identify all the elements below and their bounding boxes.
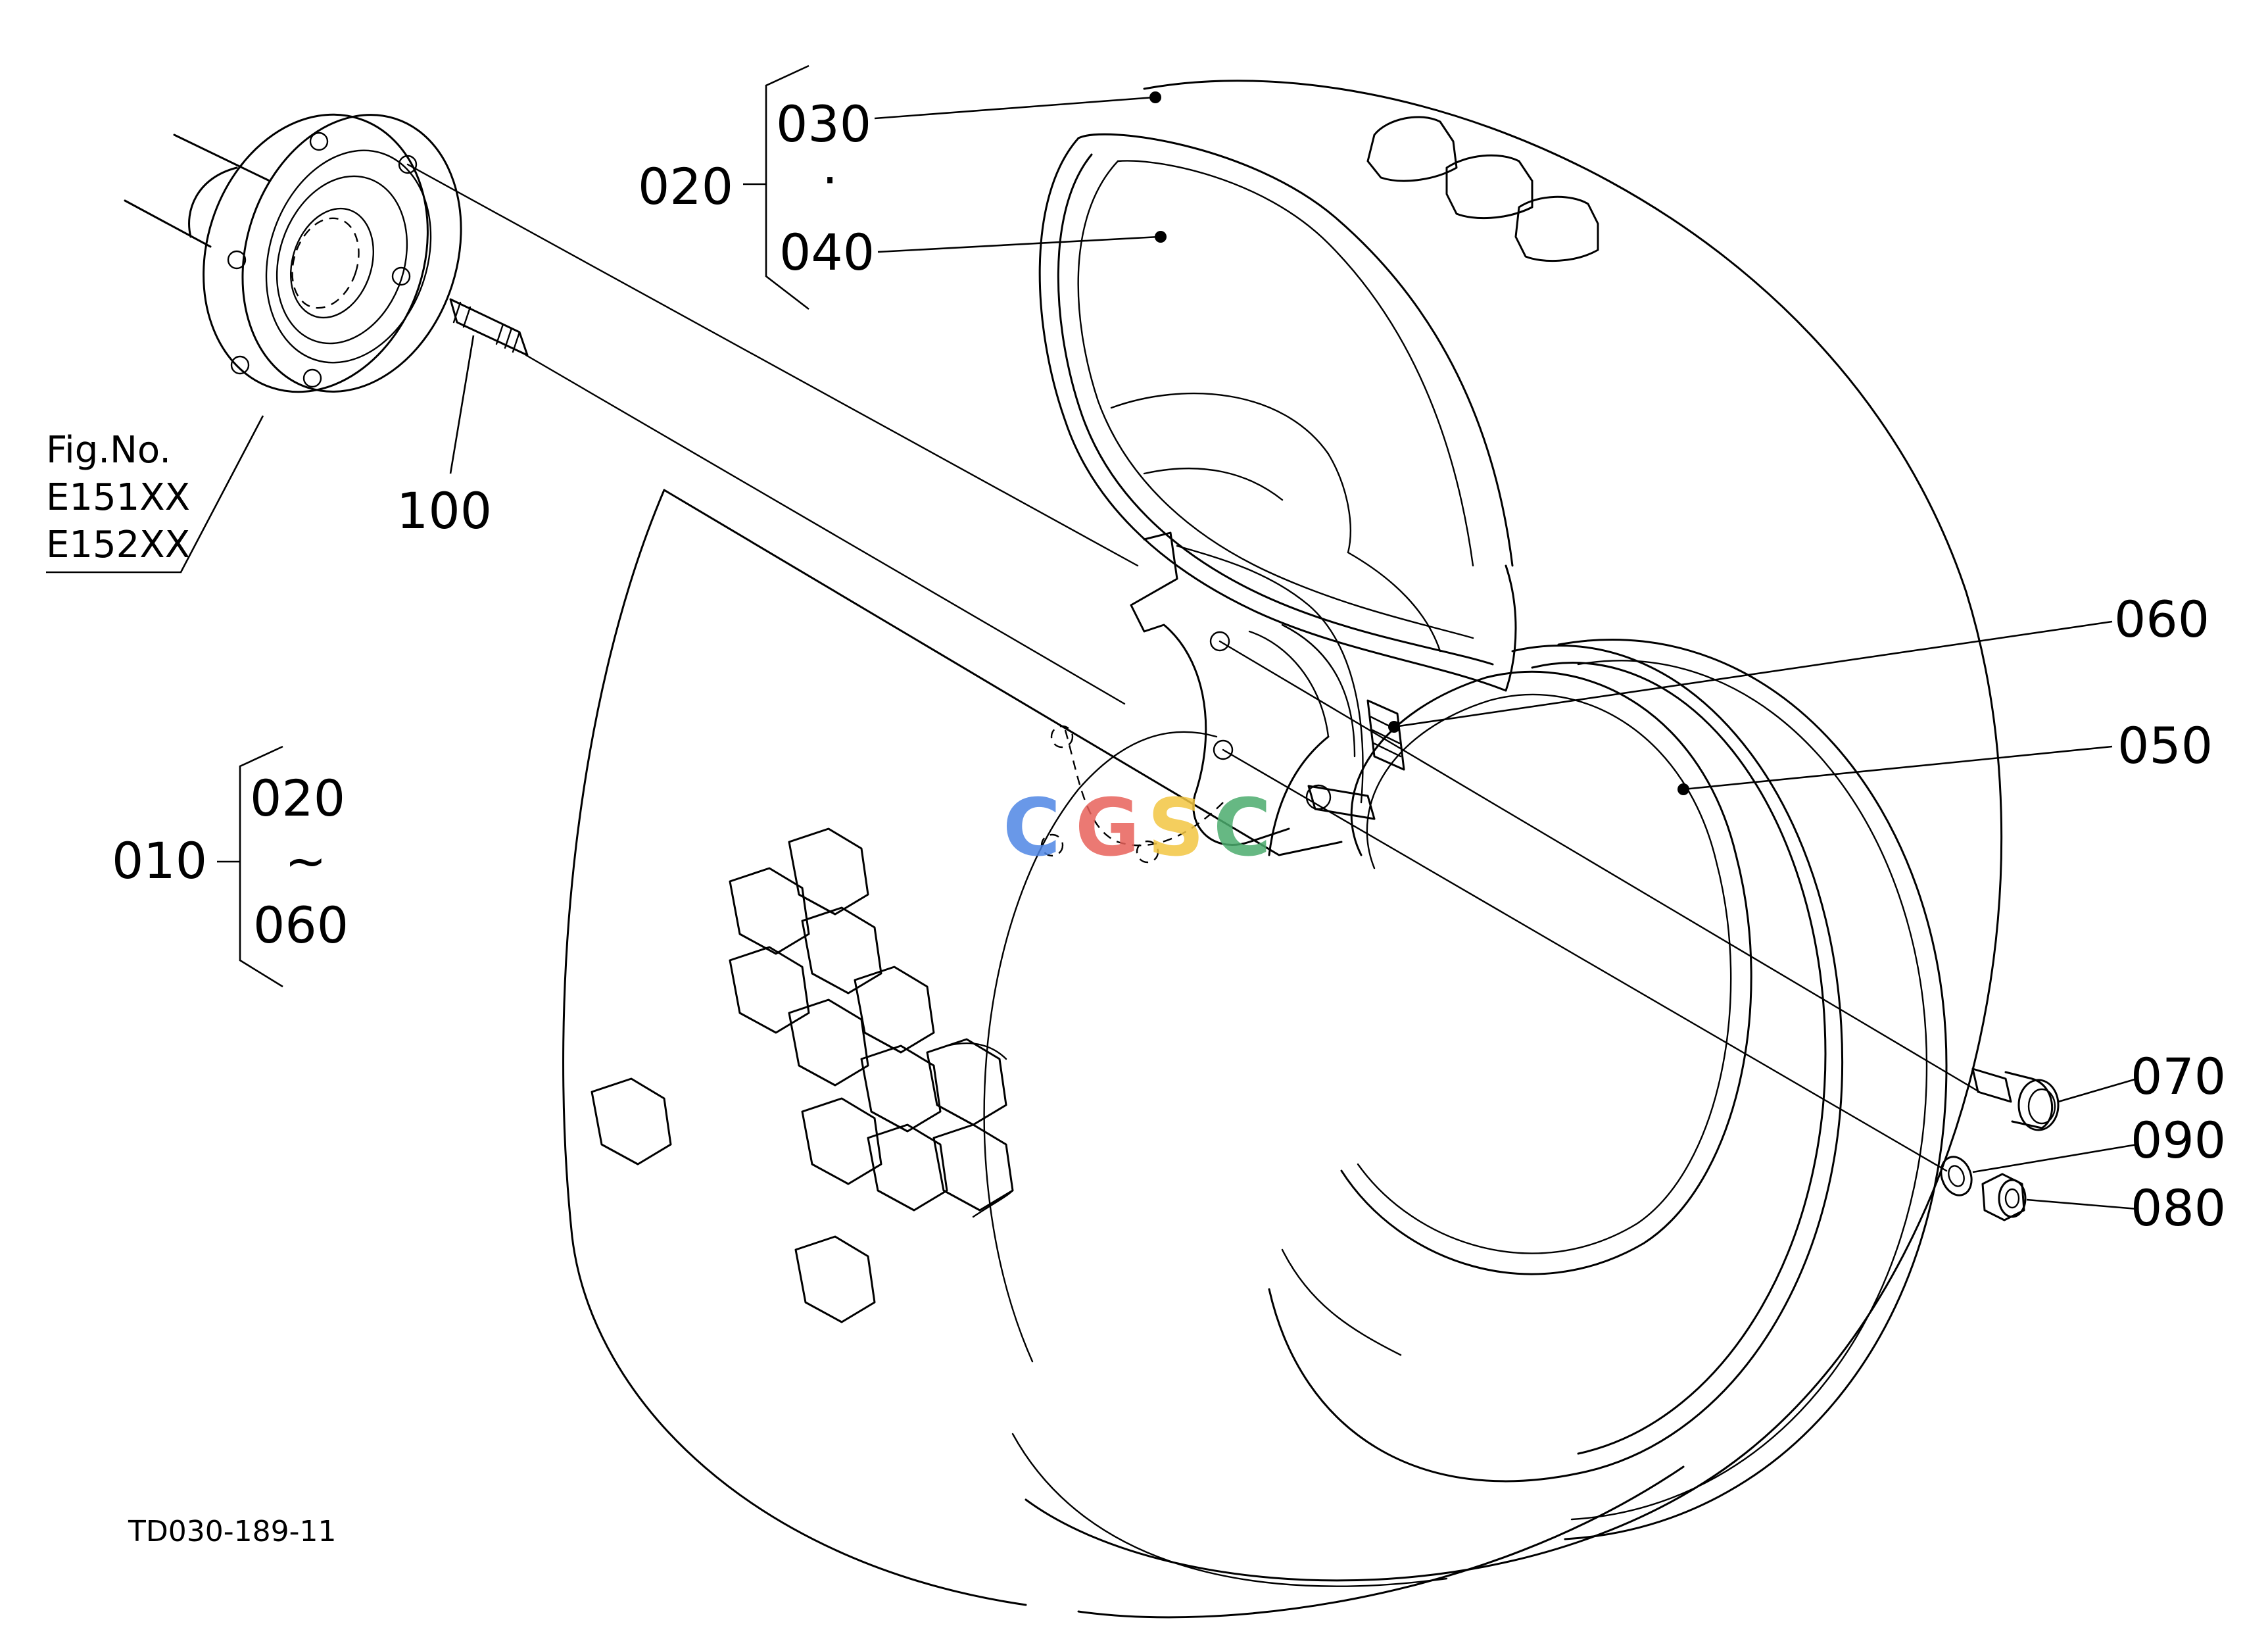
callout-040: 040 [779, 223, 875, 282]
callout-030: 030 [776, 95, 871, 153]
watermark-letter-1: C [1003, 783, 1061, 874]
callout-010: 010 [112, 831, 207, 890]
leaders [46, 64, 2138, 1210]
callout-050: 050 [2117, 716, 2213, 775]
watermark-letter-2: G [1075, 783, 1140, 874]
drawing-id: TD030-189-11 [128, 1515, 336, 1548]
fig-ref-1: E151XX [46, 476, 190, 519]
range-to: 060 [253, 896, 349, 954]
lock-washer-090 [1940, 1156, 1973, 1196]
callout-060: 060 [2114, 590, 2209, 649]
tire-050 [562, 80, 2003, 1619]
tube-flap-030-040 [1038, 133, 1517, 692]
callout-080: 080 [2131, 1179, 2226, 1237]
range-sep: ~ [285, 831, 327, 890]
watermark-letter-3: S [1147, 783, 1204, 874]
group-dot: · [822, 151, 838, 209]
fig-no-title: Fig.No. [46, 429, 171, 472]
wheel-bolt-070 [1971, 1068, 2060, 1131]
watermark-letter-4: C [1213, 783, 1271, 874]
callout-070: 070 [2131, 1047, 2226, 1106]
callout-090: 090 [2131, 1111, 2226, 1169]
watermark: C G S C [1003, 783, 1271, 874]
callout-020: 020 [638, 157, 733, 216]
labels: 030 · 040 020 100 060 050 070 090 080 01… [46, 95, 2226, 1548]
range-from: 020 [250, 769, 345, 827]
callout-100: 100 [397, 481, 492, 540]
wheel-rim-disc [1040, 531, 1405, 864]
fig-ref-2: E152XX [46, 524, 190, 566]
explode-lines [406, 163, 1981, 1172]
hub-flange [124, 113, 462, 393]
stud-bolt-100 [449, 298, 529, 356]
nut-080 [1981, 1173, 2027, 1221]
